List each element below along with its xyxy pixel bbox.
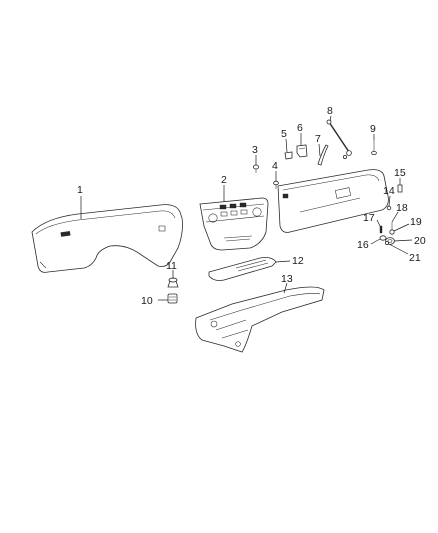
callout-19: 19 (410, 216, 422, 228)
part-9-screw (371, 140, 377, 155)
part-6-latch-bracket (296, 144, 308, 158)
leader-14 (388, 195, 391, 207)
callout-14: 14 (383, 185, 395, 197)
leader-19 (393, 223, 410, 232)
part-13-lower-console (195, 286, 325, 353)
callout-labels: 1 2 3 4 5 6 7 8 9 10 11 12 13 14 15 16 1… (77, 105, 426, 307)
callout-1: 1 (77, 184, 83, 196)
callout-10: 10 (141, 295, 153, 307)
callout-18: 18 (396, 202, 408, 214)
leader-20 (393, 239, 413, 242)
leader-21 (388, 243, 409, 255)
callout-20: 20 (414, 235, 426, 247)
leader-18 (391, 211, 399, 223)
part-5-clip (284, 151, 293, 160)
part-17-pin (379, 225, 383, 234)
part-14-clip (386, 205, 392, 211)
part-19-washer (389, 229, 395, 235)
leader-lines (80, 115, 413, 301)
part-4-fastener (273, 180, 279, 189)
part-11-clip-nut (167, 277, 179, 288)
part-10-push-pin (167, 293, 178, 304)
callout-4: 4 (272, 160, 278, 172)
callout-5: 5 (281, 128, 287, 140)
leader-13 (283, 282, 288, 294)
part-2-center-bezel (199, 197, 269, 251)
glovebox-door (277, 169, 389, 233)
part-15-fastener (397, 184, 403, 193)
leader-12 (275, 260, 291, 263)
part-12-trim-panel (208, 257, 277, 281)
part-8-damper-rod (326, 119, 352, 159)
callout-7: 7 (315, 133, 321, 145)
callout-15: 15 (394, 167, 406, 179)
part-1-lower-panel-cover (31, 204, 183, 273)
callout-16: 16 (357, 239, 369, 251)
callout-2: 2 (221, 174, 227, 186)
callout-6: 6 (297, 122, 303, 134)
leader-8 (329, 115, 332, 122)
callout-17: 17 (363, 212, 375, 224)
leader-17 (376, 219, 381, 227)
callout-9: 9 (370, 123, 376, 135)
leader-7 (318, 143, 321, 157)
leader-16 (370, 238, 381, 245)
callout-13: 13 (281, 273, 293, 285)
callout-3: 3 (252, 144, 258, 156)
part-7-strap (317, 144, 329, 166)
callout-12: 12 (292, 255, 304, 267)
leader-5 (285, 138, 288, 153)
part-3-screw (252, 164, 259, 173)
callout-21: 21 (409, 252, 421, 264)
part-21-cap (384, 240, 389, 245)
callout-11: 11 (166, 260, 177, 272)
callout-8: 8 (327, 105, 333, 117)
part-16-bumper (379, 235, 387, 241)
